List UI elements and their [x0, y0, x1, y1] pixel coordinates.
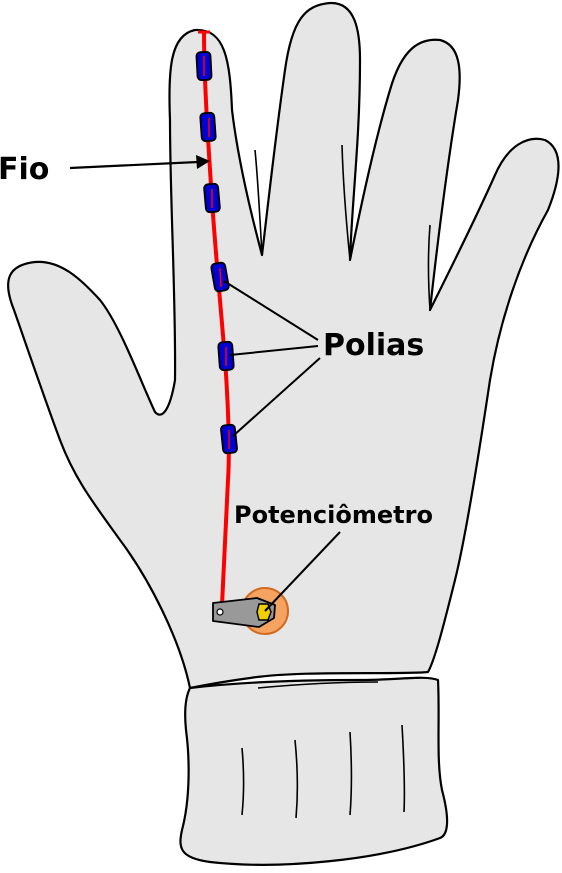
polias-leader — [229, 345, 319, 356]
cuff-seam — [257, 681, 379, 689]
label-potenciometro: Potenciômetro — [234, 501, 433, 529]
polias-leader — [232, 357, 321, 437]
cuff-rib — [401, 724, 406, 813]
label-fio: Fio — [0, 152, 49, 187]
lever-pivot-hole — [216, 608, 224, 616]
seam-line — [427, 224, 431, 311]
glove-hand — [7, 1, 560, 690]
cuff-rib — [294, 739, 299, 819]
cuff-rib — [349, 731, 353, 816]
seam-line — [341, 144, 351, 261]
fio-arrow-line — [69, 160, 199, 170]
pulley — [199, 111, 217, 143]
cuff-rib — [241, 747, 245, 816]
seam-line — [254, 149, 263, 256]
label-polias: Polias — [323, 328, 424, 363]
pulley-wire-marks — [203, 56, 230, 449]
glove-cuff — [179, 676, 449, 866]
polias-leader — [223, 280, 319, 341]
fio-arrowhead — [196, 155, 210, 169]
potenciometro-leader — [264, 531, 341, 612]
